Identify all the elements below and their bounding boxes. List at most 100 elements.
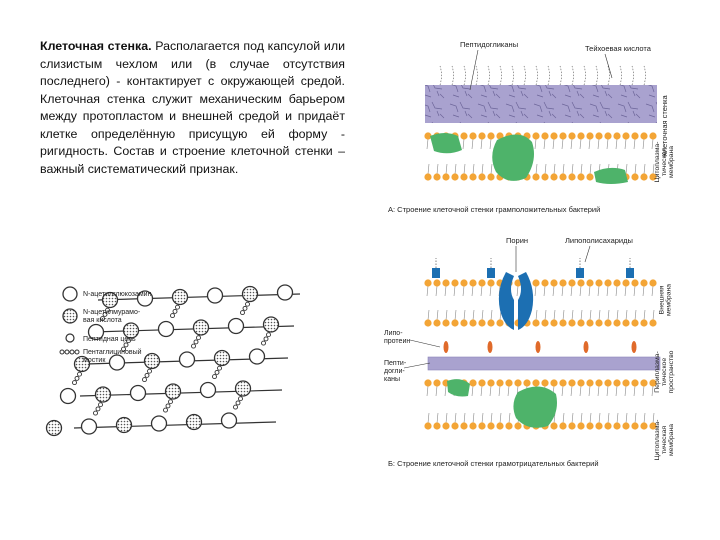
nag-unit xyxy=(108,354,126,371)
lipid-tail xyxy=(562,412,565,424)
lipid-tail xyxy=(490,412,493,424)
teichoic-strand xyxy=(511,65,514,86)
lipid-tail xyxy=(427,412,430,424)
lipid-tail xyxy=(634,412,637,424)
lipid-head xyxy=(559,132,567,140)
membrane-protein-large xyxy=(492,134,534,181)
lipid-tail xyxy=(562,163,565,175)
lipid-tail xyxy=(481,309,484,321)
lipid-tail xyxy=(643,163,646,175)
teichoic-strand xyxy=(499,65,502,86)
lipid-head xyxy=(559,279,567,287)
lipid-tail xyxy=(624,385,627,397)
nag-unit xyxy=(80,418,98,435)
label-lipopolysaccharides: Липополисахариды xyxy=(565,236,633,245)
pointer-lipoprotein xyxy=(409,339,441,348)
teichoic-acid-strands xyxy=(439,65,646,86)
lipid-head xyxy=(550,132,558,140)
peptide-bead xyxy=(233,404,238,410)
peptide-bead xyxy=(126,338,131,344)
legend-label-peptide: Пептидная цепь xyxy=(83,336,136,343)
teichoic-strand xyxy=(535,65,538,86)
pointer-lps xyxy=(584,245,591,263)
lipid-tail xyxy=(570,138,573,150)
lipid-tail xyxy=(444,385,447,397)
glycan-strand xyxy=(97,293,301,301)
lipid-head xyxy=(559,422,567,430)
lipid-tail xyxy=(471,385,474,397)
nam-unit xyxy=(94,386,112,403)
lipid-tail xyxy=(471,138,474,150)
peptide-bead xyxy=(102,311,108,317)
legend-label-nam: N-ацетилмурамо-вая кислота xyxy=(83,309,141,324)
term-cell-wall: Клеточная стенка. xyxy=(40,39,152,53)
lipid-head xyxy=(640,379,648,387)
side-label-outer-membrane: Внешняямембрана xyxy=(659,284,673,316)
lipid-tail xyxy=(435,385,438,397)
peptide-bead xyxy=(144,372,150,378)
lipid-head xyxy=(550,319,558,327)
lipid-tail xyxy=(463,412,466,424)
gram-positive-wall-diagram: Пептидогликаны Тейхоевая кислота Клеточн… xyxy=(388,40,675,214)
lipid-head xyxy=(622,422,630,430)
nam-unit xyxy=(143,352,161,370)
lipid-tail xyxy=(616,412,619,424)
peptide-bead xyxy=(77,371,82,377)
lipid-tail xyxy=(561,385,564,397)
peptide-bead xyxy=(214,369,220,375)
lipid-head xyxy=(586,279,594,287)
lipid-tail xyxy=(507,385,510,397)
lipid-head xyxy=(469,132,477,140)
lipid-head xyxy=(649,422,657,430)
lipoprotein-mark xyxy=(583,341,589,353)
peptide-bead xyxy=(165,403,171,409)
lipid-head xyxy=(433,422,441,430)
peptide-bead xyxy=(74,375,80,381)
nam-unit xyxy=(234,380,252,397)
lipid-head xyxy=(496,422,504,430)
teichoic-strand xyxy=(451,65,454,86)
peptide-bead xyxy=(193,339,199,345)
lipid-tail xyxy=(606,138,609,150)
lipid-tail xyxy=(490,309,493,321)
lipid-tail xyxy=(642,285,645,297)
lipid-head xyxy=(496,319,504,327)
label-peptidoglycans: Пептидогликаны xyxy=(460,40,518,49)
lipid-tail xyxy=(570,385,573,397)
lipid-head xyxy=(640,173,648,181)
lipid-head xyxy=(631,279,639,287)
lipid-tail xyxy=(579,138,582,150)
lipid-head xyxy=(514,422,522,430)
teichoic-strand xyxy=(487,65,490,86)
pointer-teichoic xyxy=(604,53,613,79)
peptide-bead xyxy=(72,380,77,386)
lipid-tail xyxy=(427,163,430,175)
side-label-membrane: Цитоплазма-тическаямембрана xyxy=(654,142,675,183)
lipid-tail xyxy=(552,138,555,150)
lipoprotein-mark xyxy=(631,341,637,353)
lipopolysaccharides xyxy=(432,258,634,278)
peptide-bead xyxy=(121,346,126,352)
lipid-tail xyxy=(553,309,556,321)
lipid-head xyxy=(622,319,630,327)
teichoic-strand xyxy=(619,65,622,86)
peptide-bead xyxy=(93,410,98,416)
nag-unit xyxy=(206,287,224,304)
lipid-tail xyxy=(535,163,538,175)
nam-unit xyxy=(262,316,280,333)
lipid-head xyxy=(568,422,576,430)
lipid-tail xyxy=(588,285,591,297)
nag-unit xyxy=(157,320,175,338)
lipid-tail xyxy=(480,385,483,397)
peptide-bead xyxy=(170,313,175,319)
teichoic-strand xyxy=(475,65,478,86)
lipid-tail xyxy=(508,412,511,424)
pointer-peptidoglycans xyxy=(469,49,479,91)
lipid-head xyxy=(577,173,585,181)
peptide-bead xyxy=(196,335,201,341)
lipid-head xyxy=(622,279,630,287)
lipid-tail xyxy=(571,309,574,321)
lipid-head xyxy=(541,319,549,327)
lipid-tail xyxy=(643,412,646,424)
lipoproteins xyxy=(443,341,637,353)
